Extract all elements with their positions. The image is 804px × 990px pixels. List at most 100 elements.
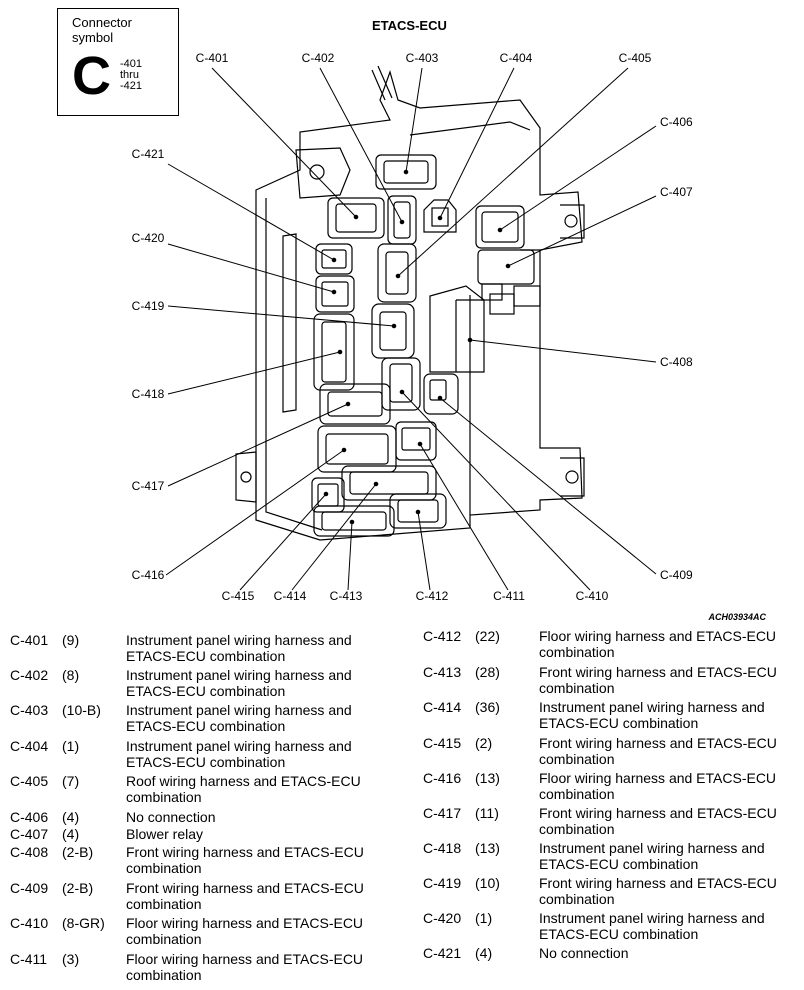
diagram-title: ETACS-ECU xyxy=(372,18,447,33)
legend-connector-id: C-421 xyxy=(423,945,462,961)
callout-label-c408: C-408 xyxy=(660,355,693,369)
callout-label-c413: C-413 xyxy=(330,589,363,603)
callout-label-c419: C-419 xyxy=(132,299,165,313)
legend-pin-count: (4) xyxy=(62,826,80,842)
legend-description: Blower relay xyxy=(126,826,204,842)
leader-dot-c406 xyxy=(497,227,503,233)
leader-line-c418 xyxy=(167,351,341,395)
connector-legend-left: C-401(9)Instrument panel wiring harness … xyxy=(10,632,405,987)
leader-line-c403 xyxy=(405,67,423,173)
leader-line-c417 xyxy=(167,403,349,487)
legend-connector-id: C-403 xyxy=(10,702,49,718)
legend-pin-count: (13) xyxy=(475,840,500,856)
legend-description: Floor wiring harness and ETACS-ECU combi… xyxy=(539,770,777,802)
legend-pin-count: (4) xyxy=(475,945,493,961)
leader-dot-c413 xyxy=(349,519,355,525)
leader-line-c407 xyxy=(507,195,657,267)
connector-c416-shape xyxy=(317,425,397,473)
leader-line-c421 xyxy=(167,163,335,261)
legend-description: Instrument panel wiring harness and ETAC… xyxy=(126,667,352,699)
legend-description: Floor wiring harness and ETACS-ECU combi… xyxy=(126,915,364,947)
legend-pin-count: (2-B) xyxy=(62,844,94,860)
connector-c411-shape xyxy=(395,421,437,461)
legend-pin-count: (11) xyxy=(475,805,499,821)
leader-dot-c415 xyxy=(323,491,329,497)
legend-description: Front wiring harness and ETACS-ECU combi… xyxy=(126,844,364,876)
connector-c413-shape xyxy=(313,505,395,537)
legend-description: Instrument panel wiring harness and ETAC… xyxy=(539,699,765,731)
callout-label-c411: C-411 xyxy=(493,589,525,603)
legend-description: Floor wiring harness and ETACS-ECU combi… xyxy=(539,628,777,660)
callout-label-c418: C-418 xyxy=(132,387,165,401)
callout-label-c404: C-404 xyxy=(500,51,533,65)
connector-c407-shape xyxy=(477,249,535,285)
leader-line-c419 xyxy=(167,305,395,327)
legend-connector-id: C-413 xyxy=(423,664,462,680)
connector-c404-shape xyxy=(423,199,457,233)
legend-pin-count: (10-B) xyxy=(62,702,101,718)
leader-line-c408 xyxy=(469,339,657,363)
legend-description: No connection xyxy=(126,809,216,825)
connector-c405-shape xyxy=(377,243,417,303)
callout-label-c402: C-402 xyxy=(302,51,335,65)
legend-description: Instrument panel wiring harness and ETAC… xyxy=(539,910,765,942)
connector-c420-shape xyxy=(315,275,355,313)
legend-pin-count: (8-GR) xyxy=(62,915,105,931)
legend-pin-count: (2-B) xyxy=(62,880,94,896)
leader-dot-c417 xyxy=(345,401,351,407)
legend-connector-id: C-412 xyxy=(423,628,462,644)
connector-c406-shape xyxy=(475,205,525,249)
legend-pin-count: (22) xyxy=(475,628,500,644)
leader-dot-c409 xyxy=(437,395,443,401)
legend-pin-count: (3) xyxy=(62,951,80,967)
legend-description: Front wiring harness and ETACS-ECU combi… xyxy=(539,735,777,767)
legend-description: Front wiring harness and ETACS-ECU combi… xyxy=(539,805,777,837)
legend-pin-count: (1) xyxy=(475,910,493,926)
legend-connector-id: C-404 xyxy=(10,738,49,754)
leader-line-c409 xyxy=(439,397,657,575)
connector-c421-shape xyxy=(315,243,353,275)
connector-symbol-letter: C xyxy=(72,46,111,106)
legend-connector-id: C-401 xyxy=(10,632,49,648)
leader-dot-c403 xyxy=(403,169,409,175)
connector-symbol-range: -401 thru -421 xyxy=(120,58,143,92)
leader-dot-c412 xyxy=(415,509,421,515)
legend-pin-count: (1) xyxy=(62,738,80,754)
leader-dot-c407 xyxy=(505,263,511,269)
leader-line-c401 xyxy=(211,67,357,218)
leader-line-c412 xyxy=(417,511,431,591)
legend-pin-count: (7) xyxy=(62,773,80,789)
legend-connector-id: C-418 xyxy=(423,840,462,856)
legend-description: No connection xyxy=(539,945,629,961)
callout-label-c403: C-403 xyxy=(406,51,439,65)
legend-connector-id: C-415 xyxy=(423,735,462,751)
legend-description: Roof wiring harness and ETACS-ECU combin… xyxy=(126,773,361,805)
leader-dot-c402 xyxy=(399,219,405,225)
callout-label-c407: C-407 xyxy=(660,185,693,199)
leader-line-c405 xyxy=(397,67,629,277)
callout-label-c421: C-421 xyxy=(132,147,165,161)
legend-pin-count: (8) xyxy=(62,667,80,683)
legend-pin-count: (2) xyxy=(475,735,493,751)
legend-connector-id: C-402 xyxy=(10,667,49,683)
leader-dot-c419 xyxy=(391,323,397,329)
leader-dot-c414 xyxy=(373,481,379,487)
callout-label-c414: C-414 xyxy=(274,589,307,603)
legend-description: Front wiring harness and ETACS-ECU combi… xyxy=(539,664,777,696)
connector-shapes xyxy=(311,154,541,537)
callout-label-c420: C-420 xyxy=(132,231,165,245)
legend-connector-id: C-405 xyxy=(10,773,49,789)
connector-legend-right: C-412 (22) Floor wiring harness and ETACS-… xyxy=(423,628,803,983)
legend-description: Front wiring harness and ETACS-ECU combi… xyxy=(539,875,777,907)
leader-line-c402 xyxy=(319,67,403,223)
ecu-housing xyxy=(235,65,585,541)
leader-dot-c404 xyxy=(437,215,443,221)
leader-line-c406 xyxy=(499,125,657,231)
legend-connector-id: C-407 xyxy=(10,826,49,842)
legend-connector-id: C-406 xyxy=(10,809,49,825)
leader-dot-c405 xyxy=(395,273,401,279)
legend-connector-id: C-408 xyxy=(10,844,49,860)
leader-line-c414 xyxy=(291,483,377,591)
legend-pin-count: (4) xyxy=(62,809,80,825)
